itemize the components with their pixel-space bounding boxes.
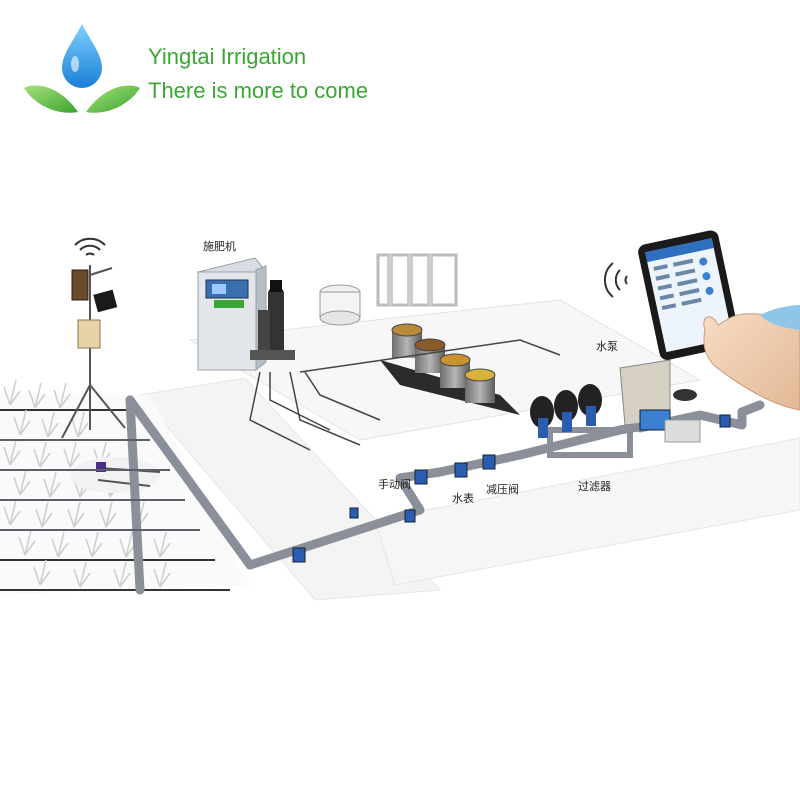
- leaf-icon: [86, 86, 140, 113]
- label-pressure-reducing-valve: 减压阀: [486, 481, 519, 497]
- label-filter: 过滤器: [578, 478, 611, 494]
- leaf-icon: [24, 86, 78, 113]
- label-water-meter: 水表: [452, 490, 474, 506]
- water-drop-icon: [62, 24, 102, 88]
- label-manual-valve: 手动阀: [378, 476, 411, 492]
- brand-slogan: There is more to come: [148, 78, 368, 104]
- wifi-icon: [75, 239, 105, 255]
- fertilizer-machine: [198, 258, 295, 370]
- label-water-pump: 水泵: [596, 338, 618, 354]
- hand: [704, 314, 800, 410]
- brand-name: Yingtai Irrigation: [148, 44, 306, 70]
- wifi-icon: [605, 263, 627, 297]
- label-fertilizer-machine: 施肥机: [203, 238, 236, 254]
- logo: [24, 24, 140, 113]
